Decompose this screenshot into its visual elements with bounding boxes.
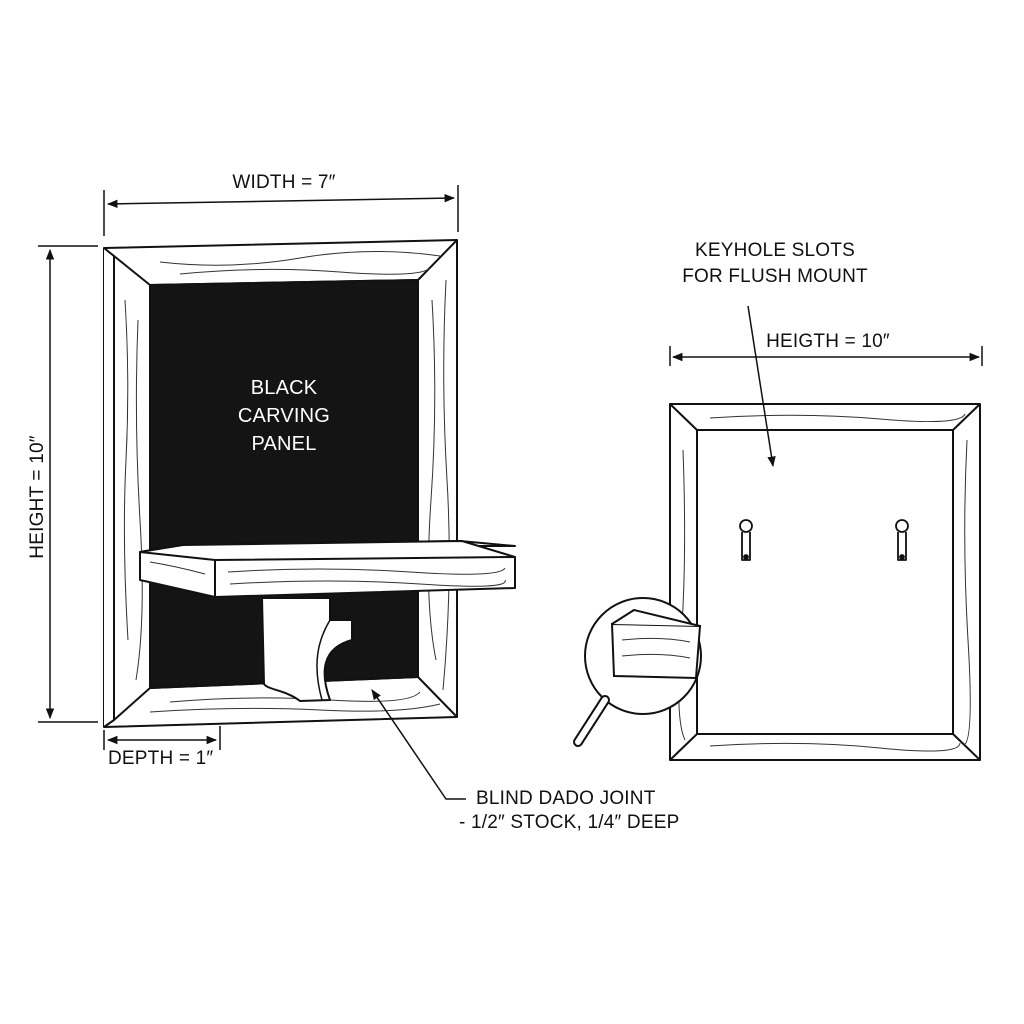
panel-label-line: BLACK: [250, 377, 318, 399]
width-label: WIDTH = 7″: [232, 172, 336, 193]
back-width-label: HEIGTH = 10″: [766, 331, 890, 352]
keyhole-slot-left: [739, 519, 753, 561]
keyhole-leader: [747, 305, 776, 468]
panel-label: BLACK CARVING PANEL: [204, 374, 364, 458]
keyhole-label-line: FOR FLUSH MOUNT: [682, 266, 868, 287]
back-frame-inner: [696, 429, 954, 735]
panel-label-line: CARVING: [237, 405, 331, 427]
keyhole-label-line: KEYHOLE SLOTS: [695, 240, 855, 261]
keyhole-label: KEYHOLE SLOTS FOR FLUSH MOUNT: [660, 238, 890, 290]
front-frame-side: [103, 247, 115, 728]
depth-label: DEPTH = 1″: [108, 748, 214, 769]
shelf-bracket: [261, 597, 353, 702]
joint-leader: [371, 689, 466, 800]
back-dimensions: [669, 346, 983, 366]
keyhole-slot-right: [895, 519, 909, 561]
joint-callout-detail: - 1/2″ STOCK, 1/4″ DEEP: [459, 812, 680, 833]
magnifier-detail: [573, 597, 702, 747]
joint-callout-title: BLIND DADO JOINT: [476, 788, 656, 809]
front-frame-grain: [123, 250, 450, 713]
front-view: [103, 239, 516, 728]
panel-label-line: PANEL: [251, 433, 317, 455]
back-view: [669, 403, 981, 761]
front-dimensions: [38, 185, 459, 750]
height-label: HEIGHT = 10″: [27, 435, 48, 559]
